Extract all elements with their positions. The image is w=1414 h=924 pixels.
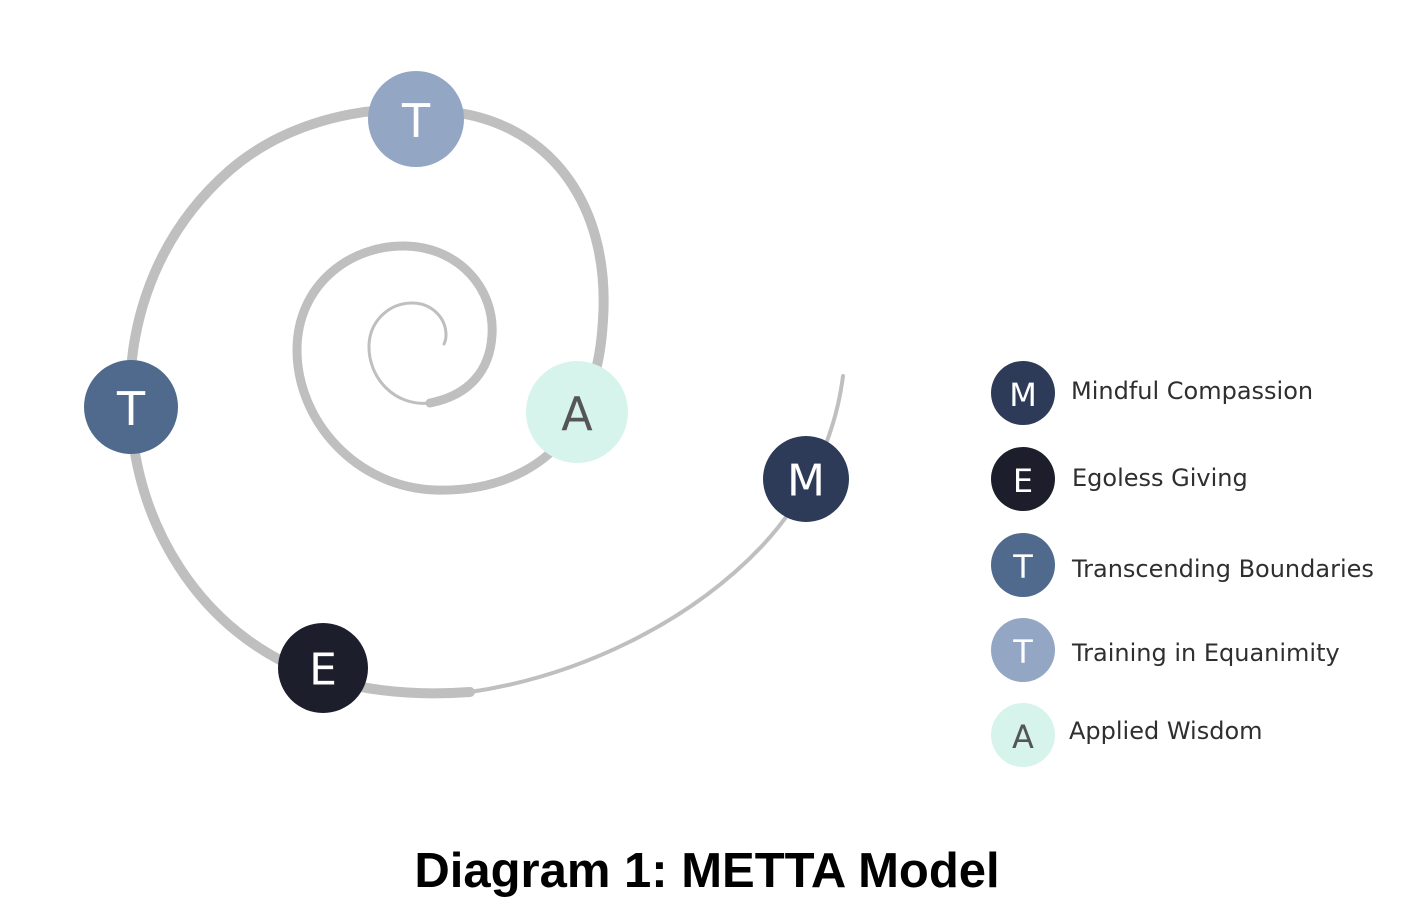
node-circle <box>84 360 178 454</box>
legend-item-applied-wisdom: A Applied Wisdom <box>991 703 1263 767</box>
legend-item-egoless-giving: E Egoless Giving <box>991 447 1248 511</box>
legend-letter: A <box>1012 718 1034 756</box>
legend-label: Training in Equanimity <box>1071 639 1340 667</box>
legend-letter: E <box>1013 462 1033 500</box>
node-circle <box>278 623 368 713</box>
diagram-caption: Diagram 1: METTA Model <box>414 844 1000 898</box>
node-egoless-giving: E <box>278 623 368 713</box>
legend: M Mindful Compassion E Egoless Giving T … <box>991 361 1374 767</box>
legend-letter: T <box>1012 548 1033 586</box>
legend-swatch <box>991 703 1055 767</box>
legend-swatch <box>991 533 1055 597</box>
spiral-inner-loop <box>367 301 448 405</box>
legend-label: Mindful Compassion <box>1071 377 1313 405</box>
node-circle <box>526 361 628 463</box>
legend-label: Transcending Boundaries <box>1071 555 1374 583</box>
node-letter: E <box>309 645 337 696</box>
legend-swatch <box>991 361 1055 425</box>
legend-item-training-in-equanimity: T Training in Equanimity <box>991 618 1340 682</box>
node-applied-wisdom: A <box>526 361 628 463</box>
legend-item-mindful-compassion: M Mindful Compassion <box>991 361 1313 425</box>
legend-letter: T <box>1012 633 1033 671</box>
node-mindful-compassion: M <box>763 436 849 522</box>
legend-label: Applied Wisdom <box>1069 717 1263 745</box>
node-training-in-equanimity: T <box>368 71 464 167</box>
node-circle <box>368 71 464 167</box>
spiral-outer-tail <box>468 374 845 694</box>
legend-item-transcending-boundaries: T Transcending Boundaries <box>991 533 1374 597</box>
legend-swatch <box>991 447 1055 511</box>
node-letter: T <box>116 382 146 436</box>
node-letter: A <box>561 387 593 441</box>
node-circle <box>763 436 849 522</box>
node-letter: M <box>787 456 825 507</box>
legend-letter: M <box>1009 376 1037 414</box>
legend-label: Egoless Giving <box>1072 464 1248 492</box>
node-letter: T <box>401 94 431 148</box>
spiral-middle-loop <box>292 241 587 495</box>
legend-swatch <box>991 618 1055 682</box>
node-transcending-boundaries: T <box>84 360 178 454</box>
